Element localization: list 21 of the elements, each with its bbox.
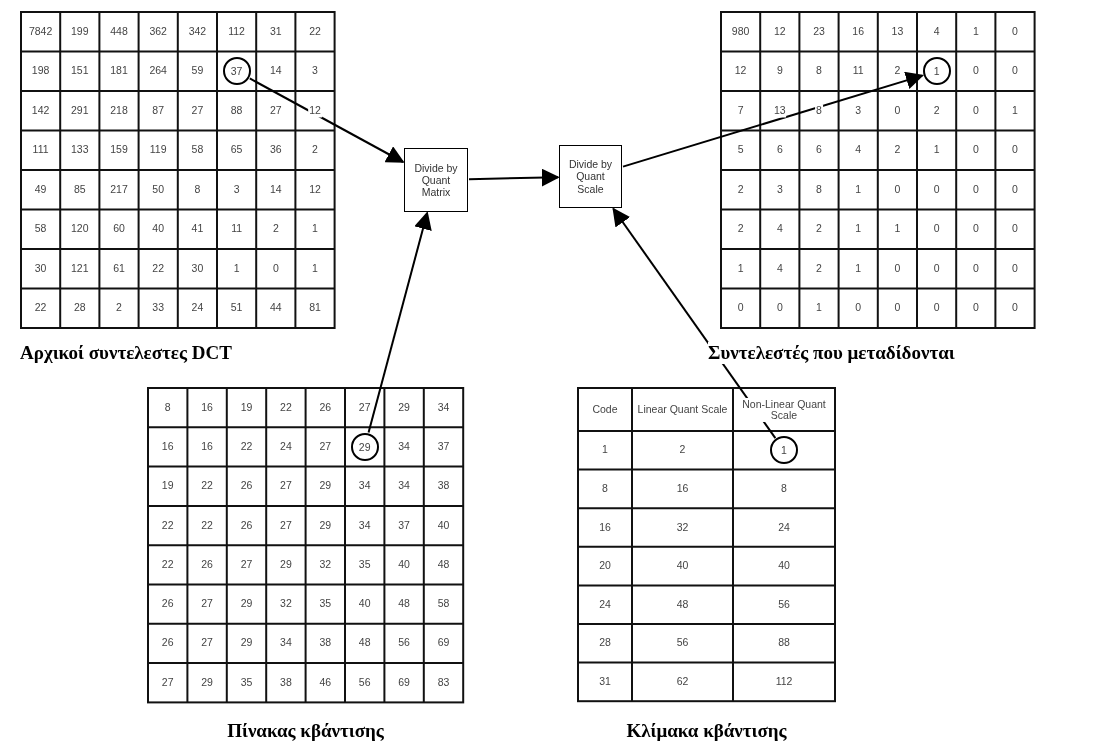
table-cell: Linear Quant Scale [636,403,729,416]
arrow [622,71,924,168]
table-cell: 16 [598,521,612,534]
circled-value: 1 [770,436,798,465]
table-cell: Code [591,403,619,416]
table-cell: 32 [675,521,690,534]
arrow [468,168,560,187]
process-box: Divide by Quant Matrix [404,148,468,212]
arrow [248,77,405,163]
table-caption: Συντελεστές που μεταδίδονται [708,342,955,364]
table-caption: Πίνακας κβάντισης [227,720,384,742]
circled-value: 1 [922,57,951,86]
table-cell: 24 [777,521,791,534]
circled-value: 37 [222,57,251,86]
table-cell: 12 [308,104,322,118]
table-cell: 13 [772,104,787,118]
arrow [367,211,432,434]
process-box: Divide by Quant Scale [559,145,622,208]
circled-value: 29 [350,432,379,461]
table-caption: Αρχικοί συντελεστες DCT [20,342,232,364]
table-caption: Κλίμακα κβάντισης [626,720,787,742]
